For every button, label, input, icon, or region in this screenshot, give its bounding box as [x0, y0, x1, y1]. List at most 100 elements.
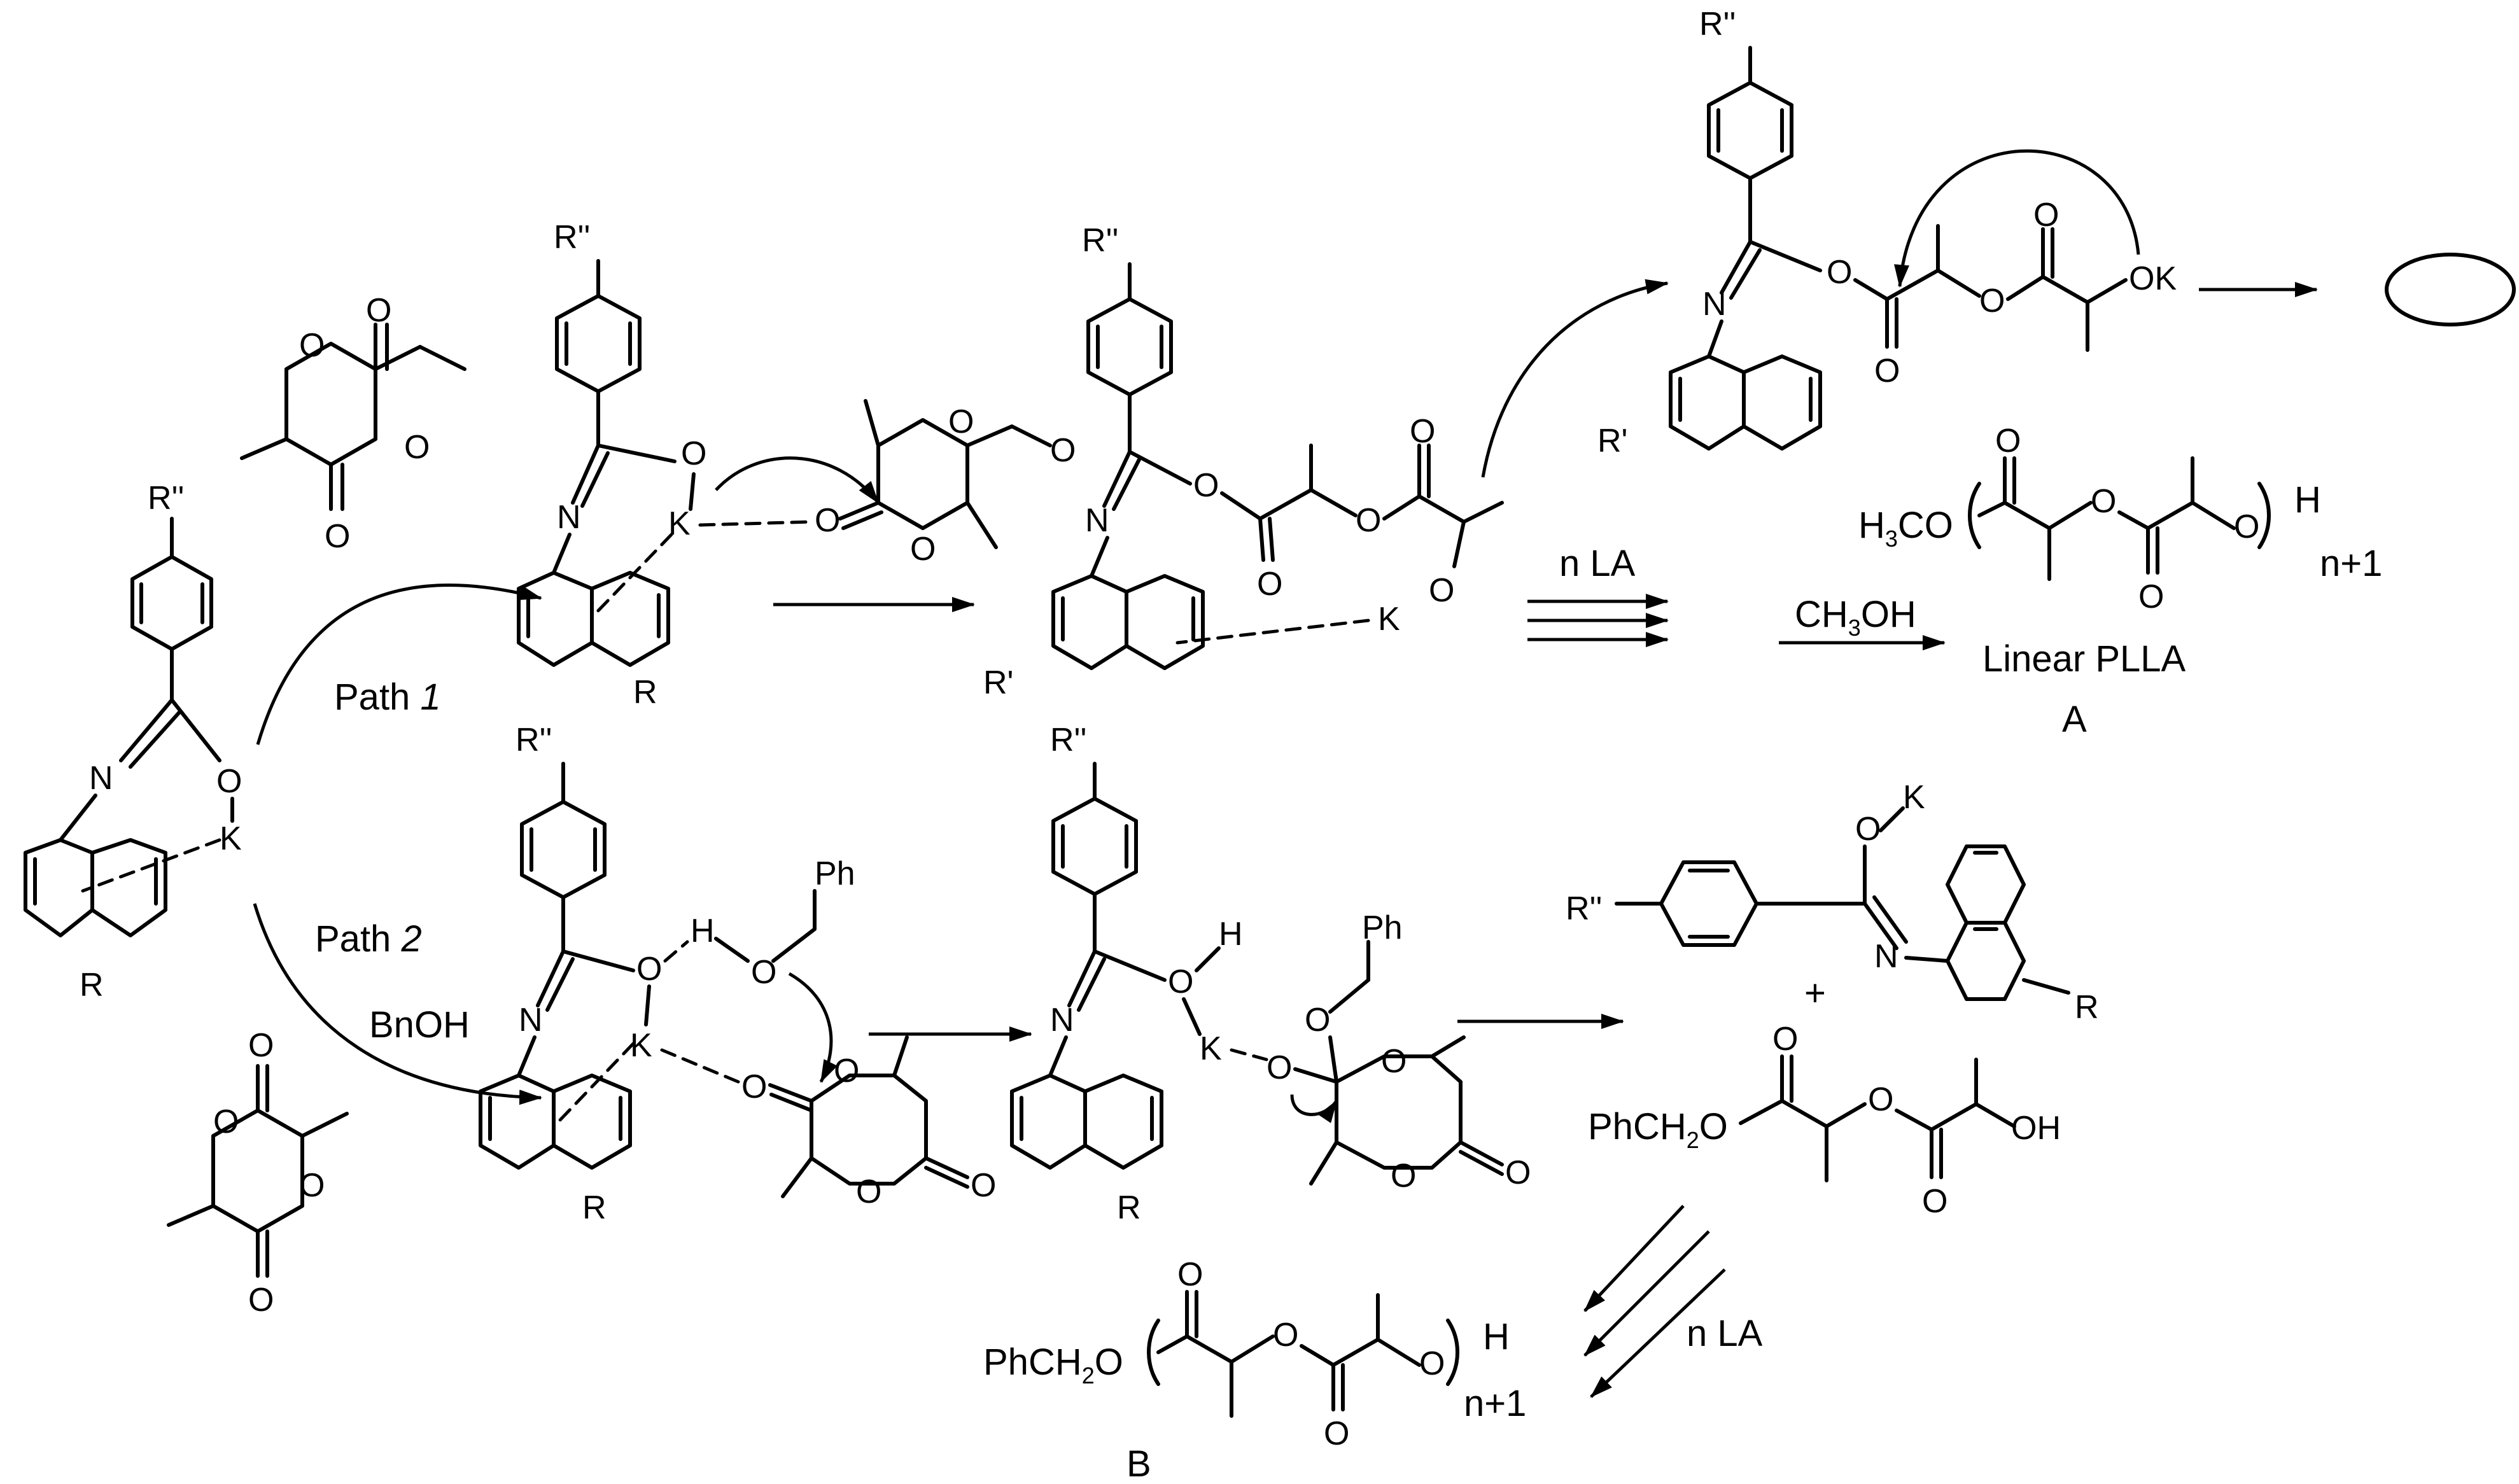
path2-coordinated-lactide: O O O O — [741, 1035, 996, 1210]
svg-text:K: K — [630, 1027, 652, 1064]
svg-text:R'': R'' — [554, 219, 590, 256]
propagation-arrows-top — [1527, 594, 1669, 647]
propagation-arrows-bottom — [1583, 1205, 1726, 1398]
svg-text:O: O — [741, 1068, 767, 1105]
path1-ring-opened: R'' N O O O O O K R' — [983, 222, 1669, 701]
cyclic-pla-product — [2385, 253, 2516, 326]
svg-text:O: O — [1273, 1317, 1298, 1354]
svg-text:O: O — [815, 502, 840, 539]
svg-text:O: O — [1257, 566, 1282, 603]
product-b: PhCH2O O O O O H n+1 B — [983, 1256, 1526, 1484]
path-2-label: Path 2 — [315, 918, 422, 960]
svg-text:R': R' — [1597, 423, 1627, 459]
svg-text:O: O — [213, 1103, 239, 1140]
methanol-label: CH3OH — [1795, 594, 1916, 641]
svg-text:OK: OK — [2129, 260, 2177, 297]
svg-text:O: O — [2091, 483, 2116, 520]
svg-text:O: O — [834, 1053, 859, 1089]
svg-text:O: O — [1772, 1021, 1798, 1058]
svg-text:O: O — [1356, 502, 1381, 539]
svg-text:O: O — [1391, 1158, 1416, 1194]
svg-text:PhCH2O: PhCH2O — [1588, 1106, 1728, 1153]
svg-text:Ph: Ph — [815, 855, 855, 892]
svg-text:R'': R'' — [1050, 722, 1086, 759]
svg-text:K: K — [220, 820, 242, 857]
svg-text:N: N — [1874, 938, 1898, 975]
svg-text:O: O — [856, 1173, 881, 1210]
svg-text:R': R' — [983, 664, 1013, 701]
svg-text:H: H — [1483, 1316, 1510, 1357]
svg-text:O: O — [216, 763, 242, 800]
svg-text:O: O — [1168, 963, 1193, 1000]
svg-text:O: O — [366, 292, 391, 329]
svg-text:R'': R'' — [148, 480, 184, 517]
svg-text:O: O — [1305, 1002, 1330, 1039]
plus-sign: + — [1804, 972, 1826, 1014]
svg-text:O: O — [299, 327, 325, 364]
svg-text:O: O — [1177, 1256, 1203, 1293]
path-1-arrow — [256, 583, 542, 745]
svg-text:O: O — [1419, 1345, 1445, 1382]
lactide-monomer-1: O O O O — [240, 292, 467, 555]
svg-text:Linear PLLA: Linear PLLA — [1982, 638, 2186, 680]
bnoh-label: BnOH — [369, 1004, 470, 1046]
svg-text:O: O — [1995, 423, 2021, 459]
path2-tetrahedral-intermediate: R'' N O H K O R O Ph O O O — [1010, 722, 1531, 1226]
svg-text:O: O — [1868, 1081, 1893, 1118]
svg-text:O: O — [1505, 1154, 1531, 1191]
svg-text:N: N — [1702, 286, 1727, 323]
svg-text:H3CO: H3CO — [1858, 505, 1953, 552]
svg-text:O: O — [1922, 1183, 1947, 1220]
svg-text:O: O — [1874, 353, 1900, 389]
svg-text:O: O — [299, 1167, 325, 1204]
svg-text:R: R — [582, 1189, 607, 1226]
regenerated-catalyst: R'' O K N R — [1566, 779, 2099, 1026]
svg-text:n+1: n+1 — [1464, 1383, 1526, 1424]
product-a-linear-plla: H3CO O O O O H n+1 Linear PLLA A — [1858, 423, 2382, 740]
svg-text:O: O — [1050, 432, 1076, 469]
svg-text:B: B — [1126, 1443, 1151, 1484]
svg-text:H: H — [2294, 479, 2321, 521]
svg-text:H: H — [691, 913, 715, 949]
svg-text:O: O — [2138, 578, 2164, 615]
svg-text:N: N — [89, 760, 113, 797]
path1-complex: R'' N O K R — [517, 219, 880, 711]
svg-text:N: N — [557, 499, 581, 536]
svg-text:n+1: n+1 — [2320, 543, 2382, 584]
svg-text:O: O — [636, 951, 662, 988]
svg-text:O: O — [1979, 283, 2005, 319]
svg-text:O: O — [248, 1282, 274, 1319]
svg-text:O: O — [681, 435, 706, 472]
svg-text:OH: OH — [2011, 1110, 2061, 1147]
svg-text:A: A — [2062, 699, 2087, 740]
svg-text:O: O — [248, 1027, 274, 1064]
svg-text:O: O — [971, 1167, 996, 1204]
path1-intramolecular-intermediate: R'' N O O O O OK R' — [1597, 6, 2177, 459]
svg-text:N: N — [1050, 1002, 1074, 1039]
svg-text:O: O — [1193, 467, 1219, 504]
svg-text:O: O — [1324, 1415, 1349, 1452]
svg-text:O: O — [948, 403, 974, 440]
svg-text:R: R — [2075, 989, 2099, 1026]
path-1-label: Path 1 — [334, 676, 441, 718]
svg-text:K: K — [1378, 601, 1400, 638]
svg-text:K: K — [1903, 779, 1925, 816]
svg-text:O: O — [910, 531, 936, 568]
n-la-label-top: n LA — [1559, 543, 1636, 584]
svg-text:N: N — [519, 1002, 543, 1039]
svg-text:Ph: Ph — [1362, 909, 1403, 946]
svg-text:R'': R'' — [1082, 222, 1118, 259]
lactide-monomer-2: O O O O — [167, 1027, 349, 1319]
svg-text:O: O — [1410, 413, 1435, 450]
svg-text:O: O — [1855, 811, 1881, 848]
path2-complex: R'' N O H K R O Ph — [479, 722, 855, 1226]
svg-text:O: O — [1381, 1043, 1407, 1080]
svg-text:R'': R'' — [516, 722, 552, 759]
svg-text:O: O — [1429, 572, 1454, 609]
path1-coordinated-lactide: O O O O — [815, 399, 1076, 568]
svg-text:O: O — [1827, 254, 1852, 291]
catalyst-start: R'' N O K R — [24, 480, 242, 1004]
svg-text:O: O — [404, 429, 430, 466]
benzyl-ring-opened-product: PhCH2O O O O OH — [1588, 1021, 2061, 1220]
